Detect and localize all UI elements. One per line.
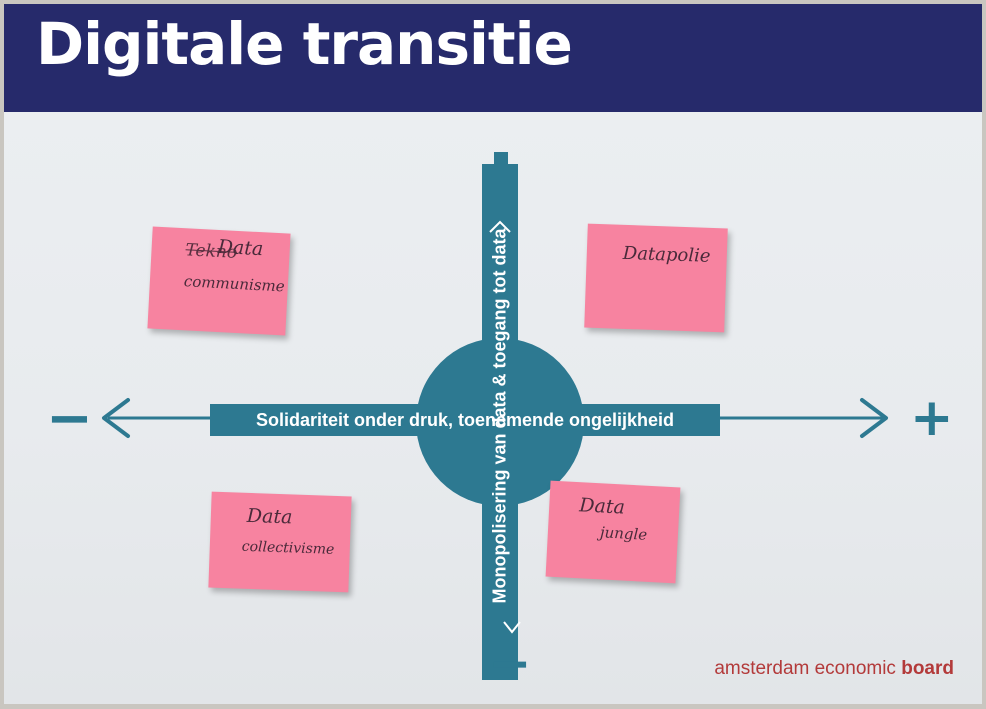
right-arrowhead — [860, 398, 888, 438]
note-line-1: Datapolie — [622, 242, 711, 267]
minus-sign-left: − — [46, 386, 93, 451]
vertical-axis-label: Monopolisering van data & toegang tot da… — [480, 151, 520, 681]
note-line-1: Data — [246, 504, 293, 529]
top-arrowhead — [489, 220, 511, 233]
poster-board: Digitale transitie Solidariteit onder dr… — [4, 4, 982, 704]
note-line-1: Data — [578, 494, 626, 519]
sticky-note-bottom-right[interactable]: Data jungle — [545, 480, 681, 584]
horizontal-axis-label: Solidariteit onder druk, toenemende onge… — [210, 404, 720, 436]
logo-prefix: amsterdam economic — [714, 658, 902, 679]
sticky-note-top-right[interactable]: Datapolie — [584, 223, 728, 333]
note-line-2: communisme — [183, 272, 286, 296]
note-line-2: collectivisme — [241, 538, 335, 558]
minus-sign-bottom: − — [488, 634, 532, 694]
sticky-note-bottom-left[interactable]: Data collectivisme — [208, 491, 352, 593]
vertical-axis-label-text: Monopolisering van data & toegang tot da… — [489, 228, 510, 604]
note-line-2: jungle — [599, 523, 648, 544]
note-line-1: Data — [217, 235, 264, 261]
poster-title: Digitale transitie — [36, 10, 573, 78]
vertical-axis-cap — [494, 152, 508, 166]
bottom-arrowhead — [503, 621, 521, 634]
left-arrowhead — [102, 398, 130, 438]
plus-sign-right: + — [910, 388, 954, 448]
amsterdam-economic-board-logo: amsterdam economic board — [714, 658, 954, 680]
sticky-note-top-left[interactable]: Tekno Data communisme — [147, 226, 291, 336]
logo-emphasis: board — [901, 658, 954, 679]
header-banner: Digitale transitie — [4, 4, 982, 112]
